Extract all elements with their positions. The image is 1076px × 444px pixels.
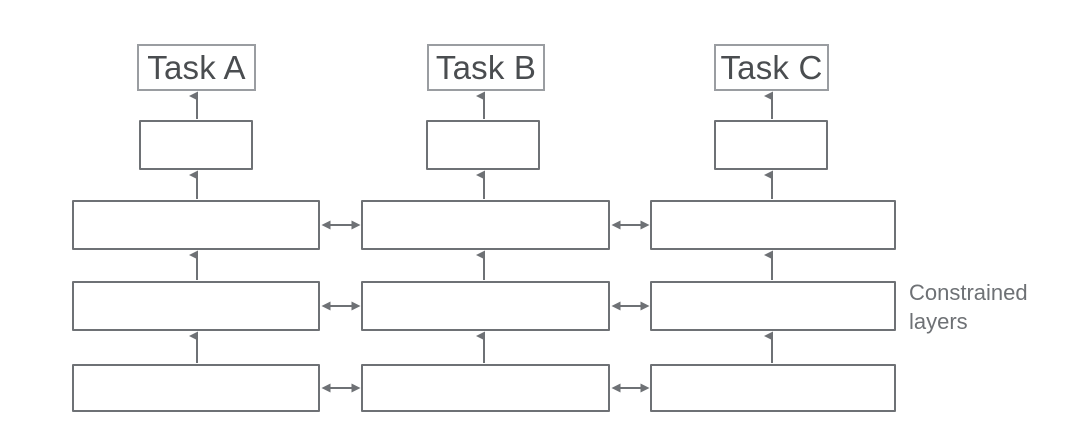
task-label-text-c: Task C bbox=[720, 49, 823, 86]
shared-layer-box-c-3[interactable] bbox=[650, 364, 896, 412]
task-label-box-a[interactable]: Task A bbox=[137, 44, 256, 91]
task-label-box-b[interactable]: Task B bbox=[427, 44, 545, 91]
shared-layer-box-a-3[interactable] bbox=[72, 364, 320, 412]
shared-layer-box-b-2[interactable] bbox=[361, 281, 610, 331]
shared-layer-box-b-1[interactable] bbox=[361, 200, 610, 250]
shared-layer-box-a-2[interactable] bbox=[72, 281, 320, 331]
task-label-text-a: Task A bbox=[147, 49, 246, 86]
shared-layer-box-c-2[interactable] bbox=[650, 281, 896, 331]
shared-layer-box-a-1[interactable] bbox=[72, 200, 320, 250]
constrained-layers-caption: Constrained layers bbox=[909, 280, 1028, 334]
task-label-box-c[interactable]: Task C bbox=[714, 44, 829, 91]
task-head-box-b[interactable] bbox=[426, 120, 540, 170]
task-head-box-c[interactable] bbox=[714, 120, 828, 170]
shared-layer-box-b-3[interactable] bbox=[361, 364, 610, 412]
shared-layer-box-c-1[interactable] bbox=[650, 200, 896, 250]
task-head-box-a[interactable] bbox=[139, 120, 253, 170]
task-label-text-b: Task B bbox=[435, 49, 537, 86]
